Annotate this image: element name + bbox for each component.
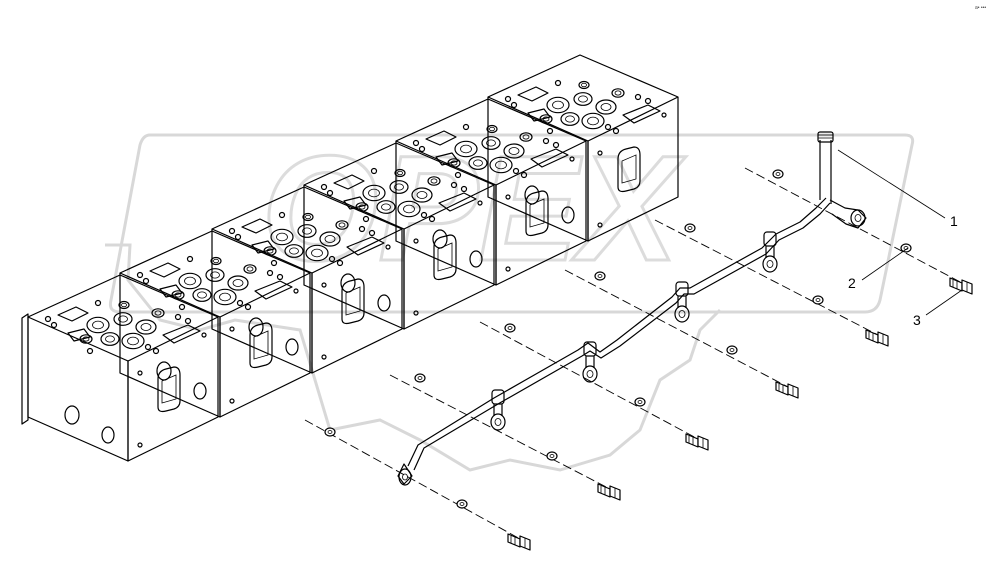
washer (634, 397, 646, 407)
cylinder-head-6 (487, 54, 679, 242)
banjo-fitting-3 (674, 281, 690, 323)
callout-2: 2 (848, 247, 909, 291)
hardware-row-4 (564, 269, 799, 399)
cylinder-head-4 (303, 142, 495, 330)
fuel-return-pipe (397, 131, 867, 486)
hardware-row-3 (479, 321, 709, 451)
callout-1: 1 (837, 149, 958, 229)
hardware-row-5 (654, 219, 889, 347)
end-cap (21, 313, 29, 425)
banjo-bolt (597, 483, 621, 501)
callout-label-2: 2 (848, 275, 856, 291)
watermark-logo: OPEX (105, 123, 915, 472)
cylinder-head-1 (27, 274, 219, 462)
washer (504, 323, 516, 333)
banjo-fitting-1 (490, 389, 506, 431)
banjo-bolt (775, 381, 799, 399)
washer (456, 499, 468, 509)
banjo-bolt (507, 533, 531, 551)
banjo-bolt (949, 277, 973, 295)
washer (546, 451, 558, 461)
washer (726, 345, 738, 355)
hardware-row-2 (389, 373, 621, 501)
cylinder-head-5 (395, 98, 587, 286)
banjo-fitting-2 (582, 341, 598, 383)
banjo-fitting-4 (762, 231, 778, 273)
callout-label-3: 3 (913, 312, 921, 328)
banjo-fittings (490, 231, 778, 431)
callout-3: 3 (913, 289, 963, 328)
corner-mark: a• ••• (975, 5, 986, 11)
washer (324, 427, 336, 437)
hardware-set (304, 167, 973, 551)
washer (900, 243, 912, 253)
hardware-row-1 (304, 419, 531, 551)
callout-label-1: 1 (950, 213, 958, 229)
hardware-row-6 (744, 167, 973, 295)
banjo-bolt (685, 433, 709, 451)
washer (772, 169, 784, 179)
cylinder-head-2 (119, 230, 311, 418)
cylinder-head-assembly (21, 54, 679, 462)
washer (684, 223, 696, 233)
washer (594, 271, 606, 281)
watermark-text: OPEX (262, 124, 687, 292)
cylinder-head-3 (211, 186, 403, 374)
washer (812, 295, 824, 305)
washer (414, 373, 426, 383)
banjo-bolt (865, 329, 889, 347)
